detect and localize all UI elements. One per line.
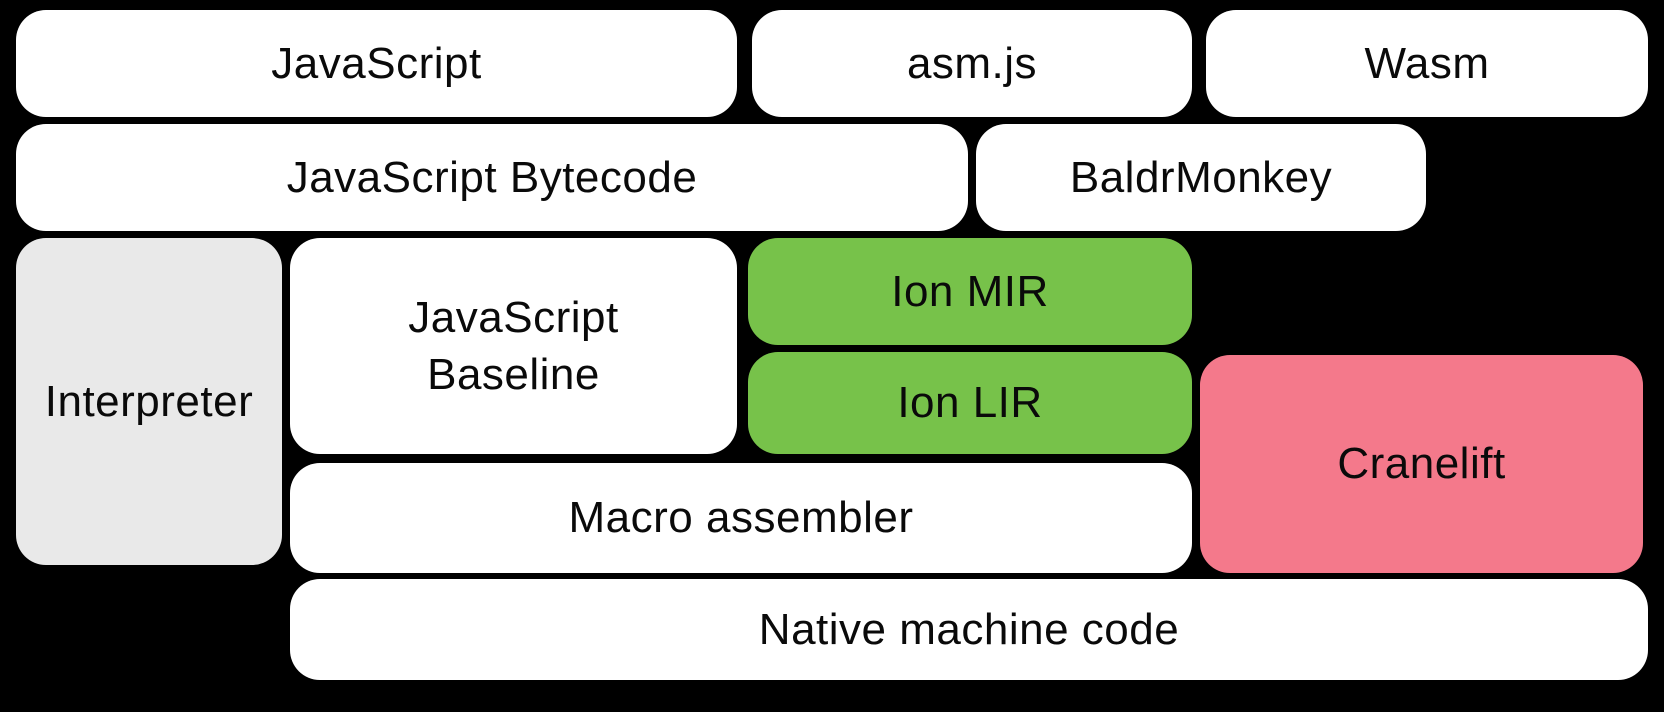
baldrmonkey-label: BaldrMonkey [1069, 152, 1333, 202]
javascript-bytecode-box: JavaScript Bytecode [16, 124, 968, 231]
ion-lir-box: Ion LIR [748, 352, 1192, 454]
native-machine-code-label: Native machine code [758, 604, 1180, 654]
cranelift-box: Cranelift [1200, 355, 1643, 573]
baldrmonkey-box: BaldrMonkey [976, 124, 1426, 231]
asmjs-label: asm.js [906, 38, 1038, 88]
asmjs-box: asm.js [752, 10, 1192, 117]
javascript-box: JavaScript [16, 10, 737, 117]
macro-assembler-box: Macro assembler [290, 463, 1192, 573]
ion-mir-box: Ion MIR [748, 238, 1192, 345]
native-machine-code-box: Native machine code [290, 579, 1648, 680]
wasm-label: Wasm [1364, 38, 1490, 88]
macro-assembler-label: Macro assembler [568, 493, 914, 543]
ion-mir-label: Ion MIR [891, 266, 1049, 316]
javascript-baseline-label: JavaScript Baseline [408, 292, 619, 399]
interpreter-label: Interpreter [44, 376, 254, 426]
wasm-box: Wasm [1206, 10, 1648, 117]
javascript-bytecode-label: JavaScript Bytecode [286, 152, 698, 202]
cranelift-label: Cranelift [1337, 439, 1506, 489]
ion-lir-label: Ion LIR [897, 378, 1043, 428]
javascript-baseline-box: JavaScript Baseline [290, 238, 737, 454]
interpreter-box: Interpreter [16, 238, 282, 565]
javascript-label: JavaScript [271, 38, 482, 88]
